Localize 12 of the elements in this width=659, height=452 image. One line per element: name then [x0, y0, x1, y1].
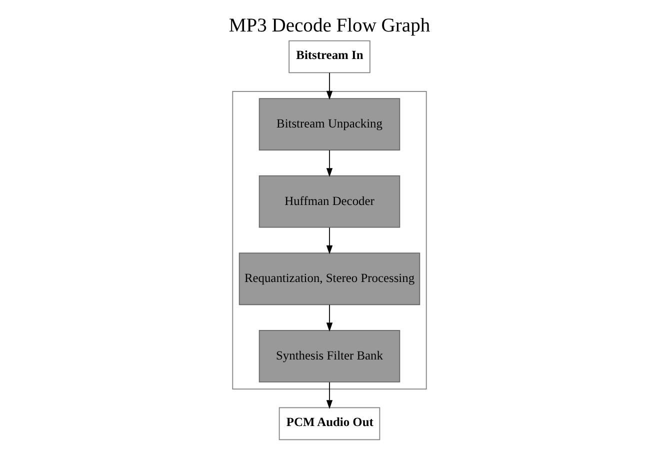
node-box: Bitstream In: [288, 40, 370, 74]
node-box: Requantization, Stereo Processing: [238, 252, 420, 306]
node-box: Synthesis Filter Bank: [258, 330, 400, 382]
arrow: [326, 227, 333, 254]
arrow: [326, 72, 333, 100]
node-box: PCM Audio Out: [278, 407, 380, 440]
node-box: Huffman Decoder: [258, 175, 400, 228]
arrow: [326, 150, 333, 177]
arrow: [326, 304, 333, 332]
diagram-title: MP3 Decode Flow Graph: [228, 16, 430, 37]
arrow: [326, 382, 333, 409]
node-box: Bitstream Unpacking: [258, 98, 400, 150]
